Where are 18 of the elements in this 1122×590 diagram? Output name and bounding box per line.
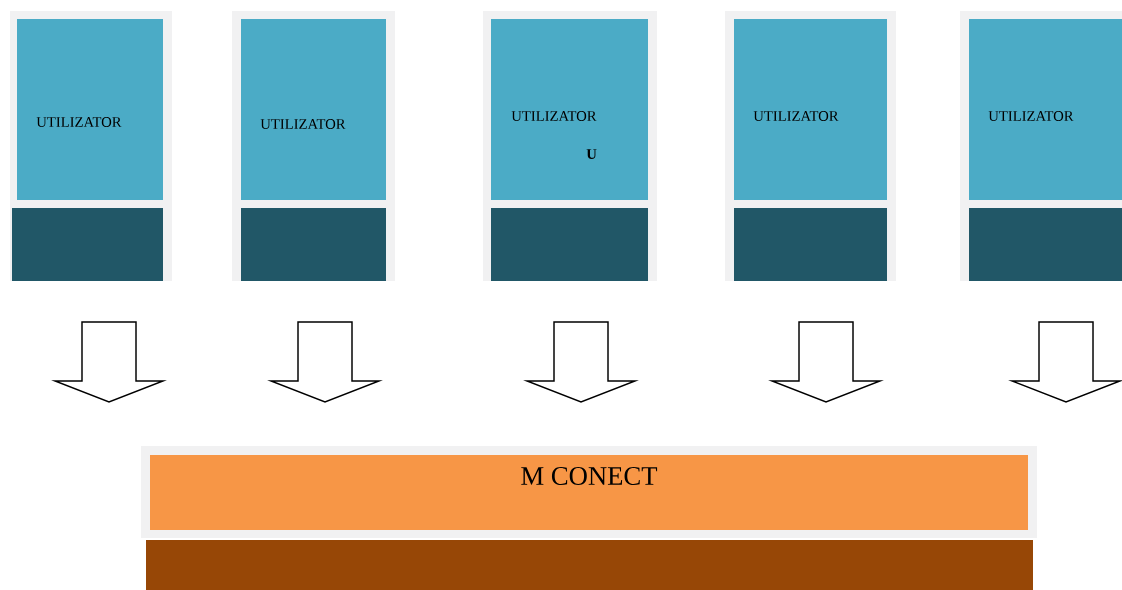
block-arrow <box>768 321 884 403</box>
box-label: UTILIZATOR <box>260 119 346 129</box>
user-box <box>960 11 1122 281</box>
block-arrow <box>523 321 639 403</box>
box-label: UTILIZATOR <box>988 111 1074 121</box>
user-box <box>725 11 896 281</box>
user-box <box>483 11 657 281</box>
box-label: UTILIZATOR <box>511 111 597 121</box>
block-arrow <box>1008 321 1122 403</box>
block-arrow <box>51 321 167 403</box>
connection-box <box>141 446 1037 590</box>
box-label: UTILIZATOR <box>753 111 839 121</box>
box-label: UTILIZATOR <box>36 117 122 127</box>
user-box <box>10 11 172 281</box>
user-box <box>232 11 395 281</box>
box-label: M CONECT <box>521 467 658 485</box>
block-arrow <box>267 321 383 403</box>
box-label: U <box>586 149 597 159</box>
